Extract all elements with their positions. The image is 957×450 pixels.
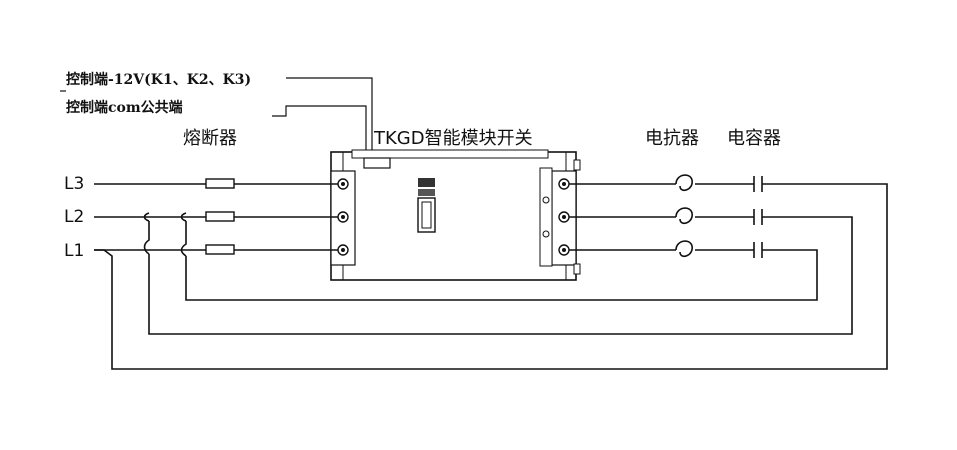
fuse-heading: 熔断器 (183, 128, 237, 149)
output-wires (569, 183, 754, 251)
phase-l3-label: L3 (64, 174, 84, 194)
phase-l2-label: L2 (64, 207, 84, 227)
module-heading: TKGD智能模块开关 (373, 128, 533, 149)
control-com-label: 控制端com公共端 (66, 99, 183, 116)
control-connector (363, 157, 391, 169)
module-switch (330, 149, 581, 281)
capacitors (753, 176, 763, 258)
capacitor-heading: 电容器 (727, 128, 781, 149)
indicator-block (417, 178, 436, 233)
return-wires (94, 183, 888, 370)
input-wires (94, 183, 338, 251)
control-leader-lines (60, 77, 373, 152)
reactors (675, 174, 693, 258)
control-12v-label: 控制端-12V(K1、K2、K3) (66, 71, 251, 88)
fuses (205, 178, 235, 255)
phase-l1-label: L1 (64, 241, 84, 261)
reactor-heading: 电抗器 (645, 128, 699, 149)
